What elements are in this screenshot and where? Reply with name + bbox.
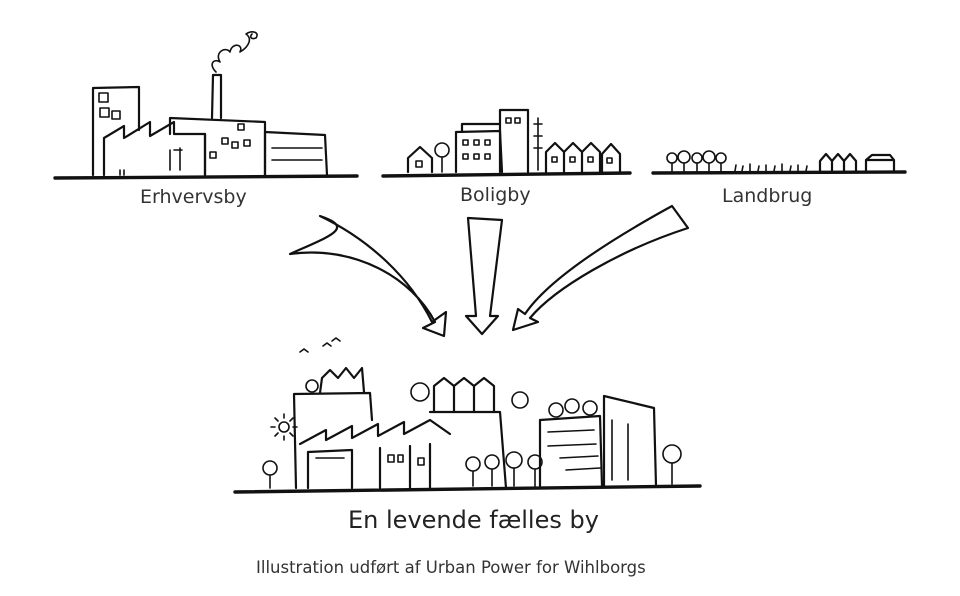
barn — [864, 153, 896, 173]
sawtooth-factory — [102, 120, 207, 177]
chimney-smoke — [211, 31, 258, 73]
industrial-city-label: Erhvervsby — [140, 186, 247, 208]
arrow-from-residential — [464, 216, 504, 336]
factory-chimney — [210, 73, 223, 120]
combined-slanted-building — [602, 394, 658, 488]
residential-city-label: Boligby — [460, 184, 531, 206]
agriculture-sketch — [651, 150, 907, 175]
warehouse — [263, 130, 329, 177]
combined-ground-line — [233, 484, 702, 494]
apartment-block — [454, 129, 504, 174]
combined-right-building — [538, 414, 604, 488]
grass-field — [734, 163, 808, 172]
combined-city-title: En levende fælles by — [348, 506, 599, 534]
residential-tower — [498, 108, 530, 174]
farm-houses — [818, 152, 858, 173]
residential-city-sketch — [381, 108, 632, 178]
arrow-from-industrial — [288, 214, 448, 338]
agriculture-label: Landbrug — [722, 185, 813, 207]
arrow-from-agriculture — [511, 204, 690, 332]
row-houses — [544, 141, 602, 174]
tree-icon — [434, 142, 450, 158]
industrial-tall-building — [91, 85, 141, 177]
birds — [299, 337, 341, 353]
rooftop-garden — [318, 366, 366, 395]
agriculture-ground-line — [651, 170, 907, 175]
sawtooth-roof — [298, 418, 452, 446]
factory-hall — [168, 116, 267, 177]
combined-tall-building — [292, 391, 374, 490]
rooftop-houses — [432, 376, 496, 414]
arrows — [288, 204, 690, 338]
industrial-ground-line — [53, 174, 359, 180]
combined-city-sketch — [233, 337, 702, 494]
residential-ground-line — [381, 171, 632, 178]
house-left — [406, 145, 434, 174]
industrial-city-sketch — [53, 31, 359, 180]
illustration-credit: Illustration udført af Urban Power for W… — [256, 558, 646, 577]
central-block — [428, 410, 508, 490]
sun-icon — [278, 421, 290, 433]
